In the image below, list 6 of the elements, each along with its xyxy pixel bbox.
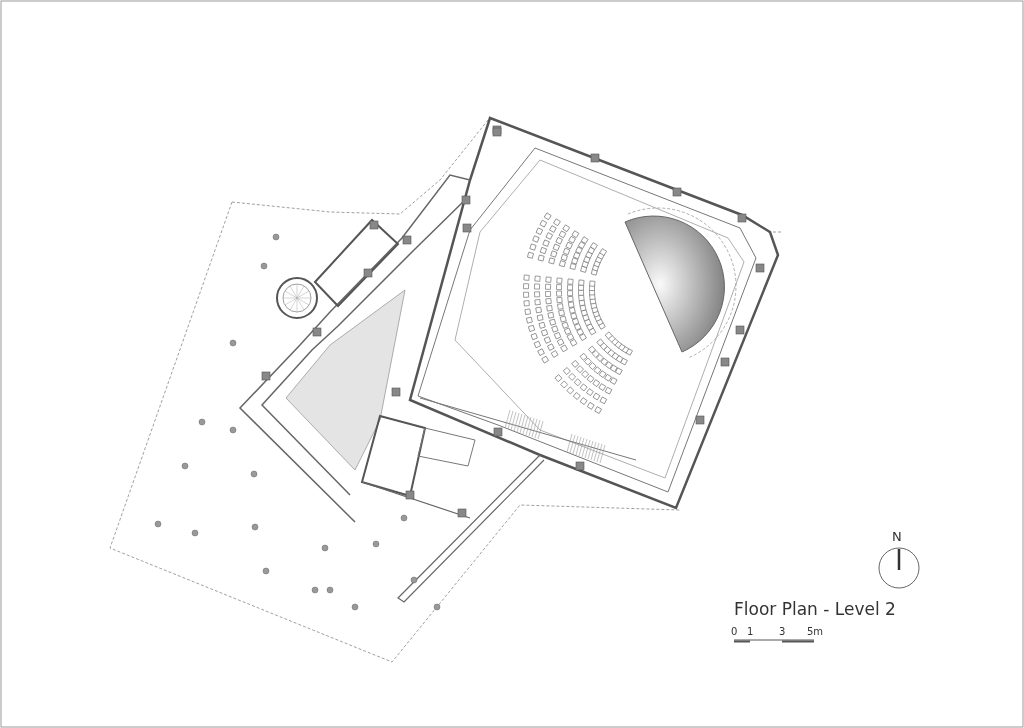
plan-title: Floor Plan - Level 2: [734, 601, 896, 618]
scale-label: 5m: [807, 627, 824, 637]
north-label: N: [892, 530, 902, 543]
scale-label: 1: [747, 627, 754, 637]
scale-label: 0: [731, 627, 738, 637]
scale-label: 3: [779, 627, 786, 637]
